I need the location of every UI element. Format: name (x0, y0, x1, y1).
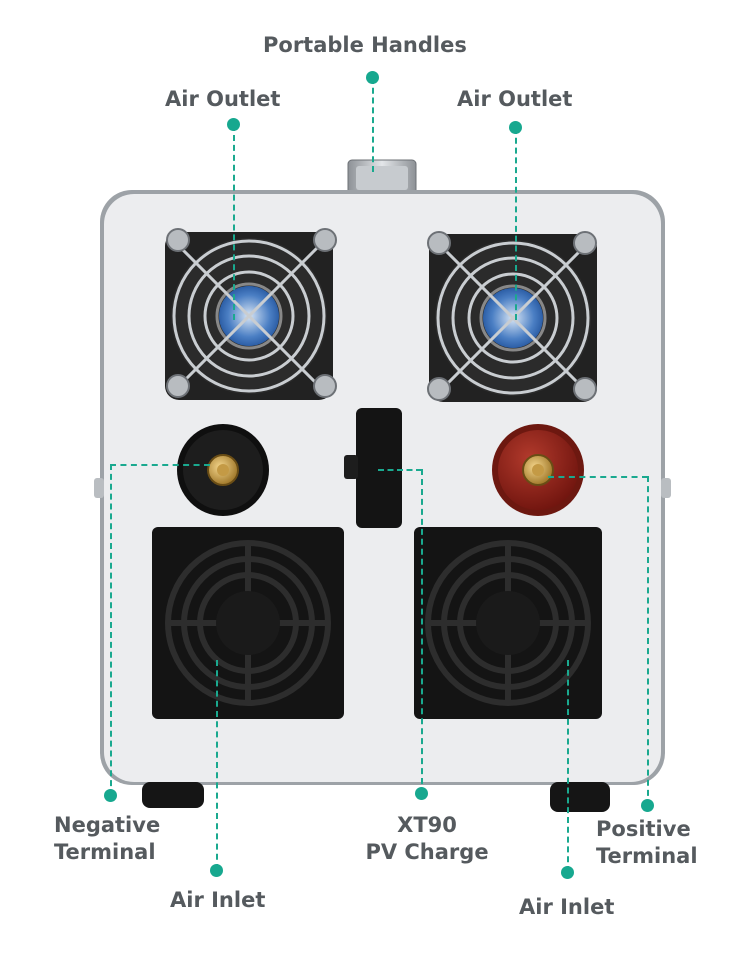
air-inlet-left-callout-line (216, 660, 218, 870)
label-xt90-line1: XT90 (397, 813, 457, 837)
label-air-outlet-left: Air Outlet (165, 87, 281, 111)
xt90-callout-hline (378, 469, 422, 471)
handles-callout-dot (366, 71, 379, 84)
air-inlet-right-callout-dot (561, 866, 574, 879)
label-positive-line1: Positive (596, 817, 691, 841)
air-outlet-right-callout-dot (509, 121, 522, 134)
xt90-callout-line (421, 469, 423, 794)
label-positive-terminal: Positive Terminal (596, 816, 698, 870)
inlet-fan-left (152, 527, 344, 719)
negative-terminal-connector (177, 424, 269, 516)
air-inlet-left-callout-dot (210, 864, 223, 877)
outlet-fan-right (427, 231, 597, 402)
negative-callout-hline (110, 464, 210, 466)
label-air-inlet-right: Air Inlet (519, 895, 615, 919)
handles-callout-line (372, 78, 374, 172)
outlet-fan-left (165, 228, 337, 400)
air-outlet-left-callout-line (233, 125, 235, 320)
label-portable-handles: Portable Handles (263, 33, 467, 57)
xt90-callout-dot (415, 787, 428, 800)
negative-callout-line (110, 464, 112, 796)
positive-callout-line (647, 476, 649, 806)
label-air-outlet-right: Air Outlet (457, 87, 573, 111)
positive-callout-hline (548, 476, 648, 478)
label-xt90-line2: PV Charge (365, 840, 489, 864)
label-negative-line2: Terminal (54, 840, 156, 864)
portable-handle (347, 159, 417, 199)
air-outlet-right-callout-line (515, 128, 517, 320)
negative-callout-dot (104, 789, 117, 802)
inlet-fan-right (414, 527, 602, 719)
label-negative-terminal: Negative Terminal (54, 812, 160, 866)
label-xt90-pv-charge: XT90 PV Charge (362, 812, 492, 866)
label-negative-line1: Negative (54, 813, 161, 837)
foot-left (142, 782, 204, 808)
xt90-port (344, 408, 402, 528)
label-air-inlet-left: Air Inlet (170, 888, 266, 912)
positive-terminal-connector (492, 424, 584, 516)
label-positive-line2: Terminal (596, 844, 698, 868)
air-inlet-right-callout-line (567, 660, 569, 872)
air-outlet-left-callout-dot (227, 118, 240, 131)
foot-right (550, 782, 610, 812)
positive-callout-dot (641, 799, 654, 812)
